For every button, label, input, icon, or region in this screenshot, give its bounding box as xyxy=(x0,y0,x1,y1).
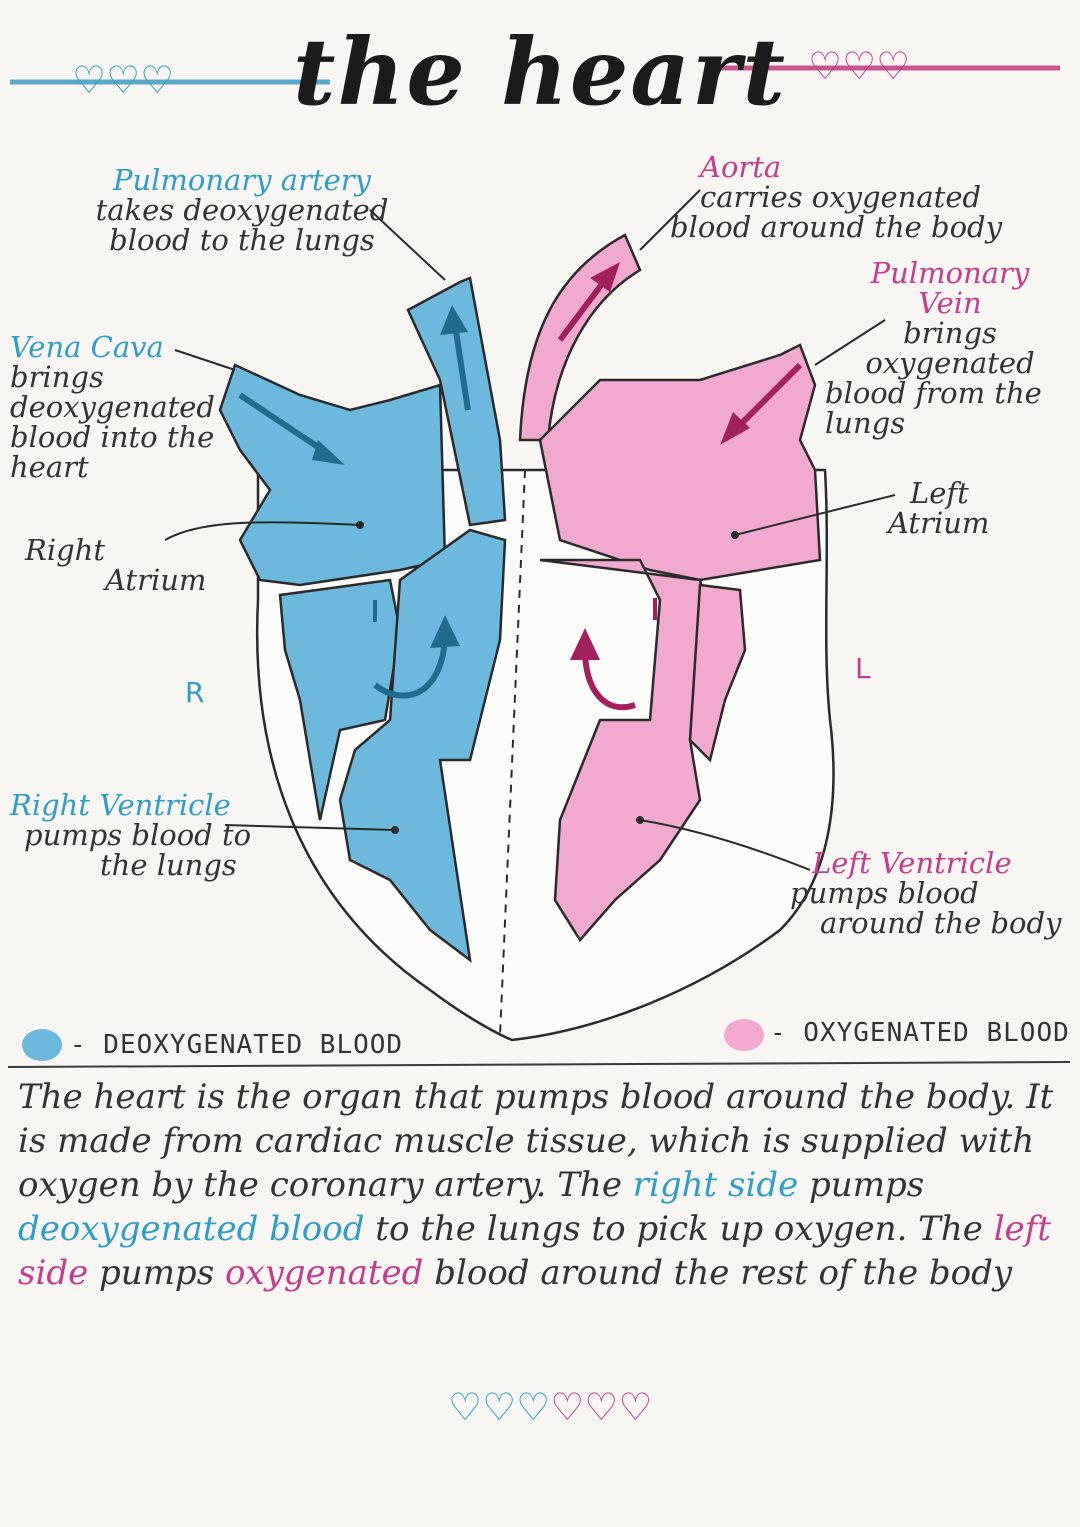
pulmonary-vein-title1: Pulmonary xyxy=(870,256,1030,290)
leader-dots xyxy=(356,521,739,834)
septum-line xyxy=(499,469,526,1036)
para-text-2: pumps xyxy=(798,1165,925,1205)
right-ventricle-chamber xyxy=(338,528,507,963)
right-atrium-line1: Right xyxy=(25,533,106,567)
para-text-5: blood around the rest of the body xyxy=(423,1253,1013,1293)
top-left-hearts-icon: ♡♡♡ xyxy=(72,58,175,102)
pulmonary-artery-label: Pulmonary artery takes deoxygenated bloo… xyxy=(62,165,422,255)
heart-diagram xyxy=(164,189,896,1042)
left-ventricle-title: Left Ventricle xyxy=(812,846,1012,880)
key-oxygenated: - OXYGENATED BLOOD xyxy=(770,1018,1070,1048)
left-atrium-line2: Atrium xyxy=(888,506,990,540)
vena-cava-desc1: brings xyxy=(10,360,104,394)
key-swatches xyxy=(7,1019,1071,1068)
side-right-marker: R xyxy=(185,676,205,709)
pulmonary-vein-title2: Vein xyxy=(918,286,982,320)
header-decoration xyxy=(10,65,1060,85)
left-ventricle-desc2: around the body xyxy=(820,906,1062,940)
right-atrium-line2: Atrium xyxy=(105,563,207,597)
para-left-side: left side xyxy=(18,1209,1051,1293)
left-ventricle-label: Left Ventricle pumps blood around the bo… xyxy=(790,848,1070,938)
pink-flow-arrows xyxy=(557,262,803,711)
key-deoxygenated: - DEOXYGENATED BLOOD xyxy=(70,1030,404,1060)
pulmonary-artery-desc1: takes deoxygenated xyxy=(95,193,389,227)
pulmonary-artery-title: Pulmonary artery xyxy=(112,163,372,197)
para-text-4: pumps xyxy=(88,1253,225,1293)
right-ventricle-title: Right Ventricle xyxy=(10,788,231,822)
para-deoxygenated-blood: deoxygenated blood xyxy=(18,1209,365,1249)
page-title: the heart xyxy=(293,18,787,126)
right-ventricle-desc2: the lungs xyxy=(100,848,237,882)
blue-flow-arrows xyxy=(238,305,471,699)
bottom-hearts-pink-icon: ♡♡♡ xyxy=(550,1385,653,1429)
aorta-desc1: carries oxygenated xyxy=(700,180,982,214)
vena-cava-desc2: deoxygenated xyxy=(10,390,215,424)
vena-cava-title: Vena Cava xyxy=(10,330,164,364)
leader-lines xyxy=(164,189,896,871)
pulmonary-artery-desc2: blood to the lungs xyxy=(109,223,375,257)
side-left-marker: L xyxy=(855,652,871,685)
aorta-label: Aorta carries oxygenated blood around th… xyxy=(670,152,1060,242)
para-oxygenated: oxygenated xyxy=(224,1253,424,1293)
right-atrium-label: Right Atrium xyxy=(25,535,245,595)
pulmonary-vein-desc2: oxygenated xyxy=(865,346,1035,380)
left-ventricle-desc1: pumps blood xyxy=(790,876,979,910)
vena-cava-vessel xyxy=(218,363,447,587)
pulmonary-vein-desc4: lungs xyxy=(825,406,906,440)
aorta-desc2: blood around the body xyxy=(670,210,1002,244)
bottom-hearts: ♡♡♡♡♡♡ xyxy=(448,1385,652,1429)
right-ventricle-desc1: pumps blood to xyxy=(24,818,252,852)
pulmonary-vein-desc1: brings xyxy=(903,316,997,350)
vena-cava-desc3: blood into the xyxy=(10,420,215,454)
left-atrium-label: Left Atrium xyxy=(888,478,1068,538)
vena-cava-desc4: heart xyxy=(10,450,89,484)
pulmonary-vein-label: Pulmonary Vein brings oxygenated blood f… xyxy=(825,258,1075,438)
pulmonary-artery-vessel xyxy=(406,276,507,527)
deoxygenated-swatch xyxy=(22,1029,62,1061)
top-right-hearts-icon: ♡♡♡ xyxy=(808,44,911,88)
para-text-1: The heart is the organ that pumps blood … xyxy=(18,1077,1054,1205)
para-right-side: right side xyxy=(632,1165,799,1205)
vena-cava-label: Vena Cava brings deoxygenated blood into… xyxy=(10,332,250,482)
key-divider xyxy=(7,1061,1071,1068)
oxygenated-swatch xyxy=(724,1019,764,1051)
left-wall-fringe xyxy=(688,583,747,763)
left-atrium-line1: Left xyxy=(910,476,969,510)
bottom-hearts-blue-icon: ♡♡♡ xyxy=(448,1385,551,1429)
right-ventricle-label: Right Ventricle pumps blood to the lungs xyxy=(10,790,270,880)
aorta-title: Aorta xyxy=(700,150,782,184)
para-text-3: to the lungs to pick up oxygen. The xyxy=(364,1209,994,1249)
description-paragraph: The heart is the organ that pumps blood … xyxy=(18,1075,1068,1295)
right-atrium-chamber xyxy=(278,578,402,821)
left-atrium-chamber xyxy=(538,343,822,582)
pulmonary-vein-desc3: blood from the xyxy=(825,376,1042,410)
